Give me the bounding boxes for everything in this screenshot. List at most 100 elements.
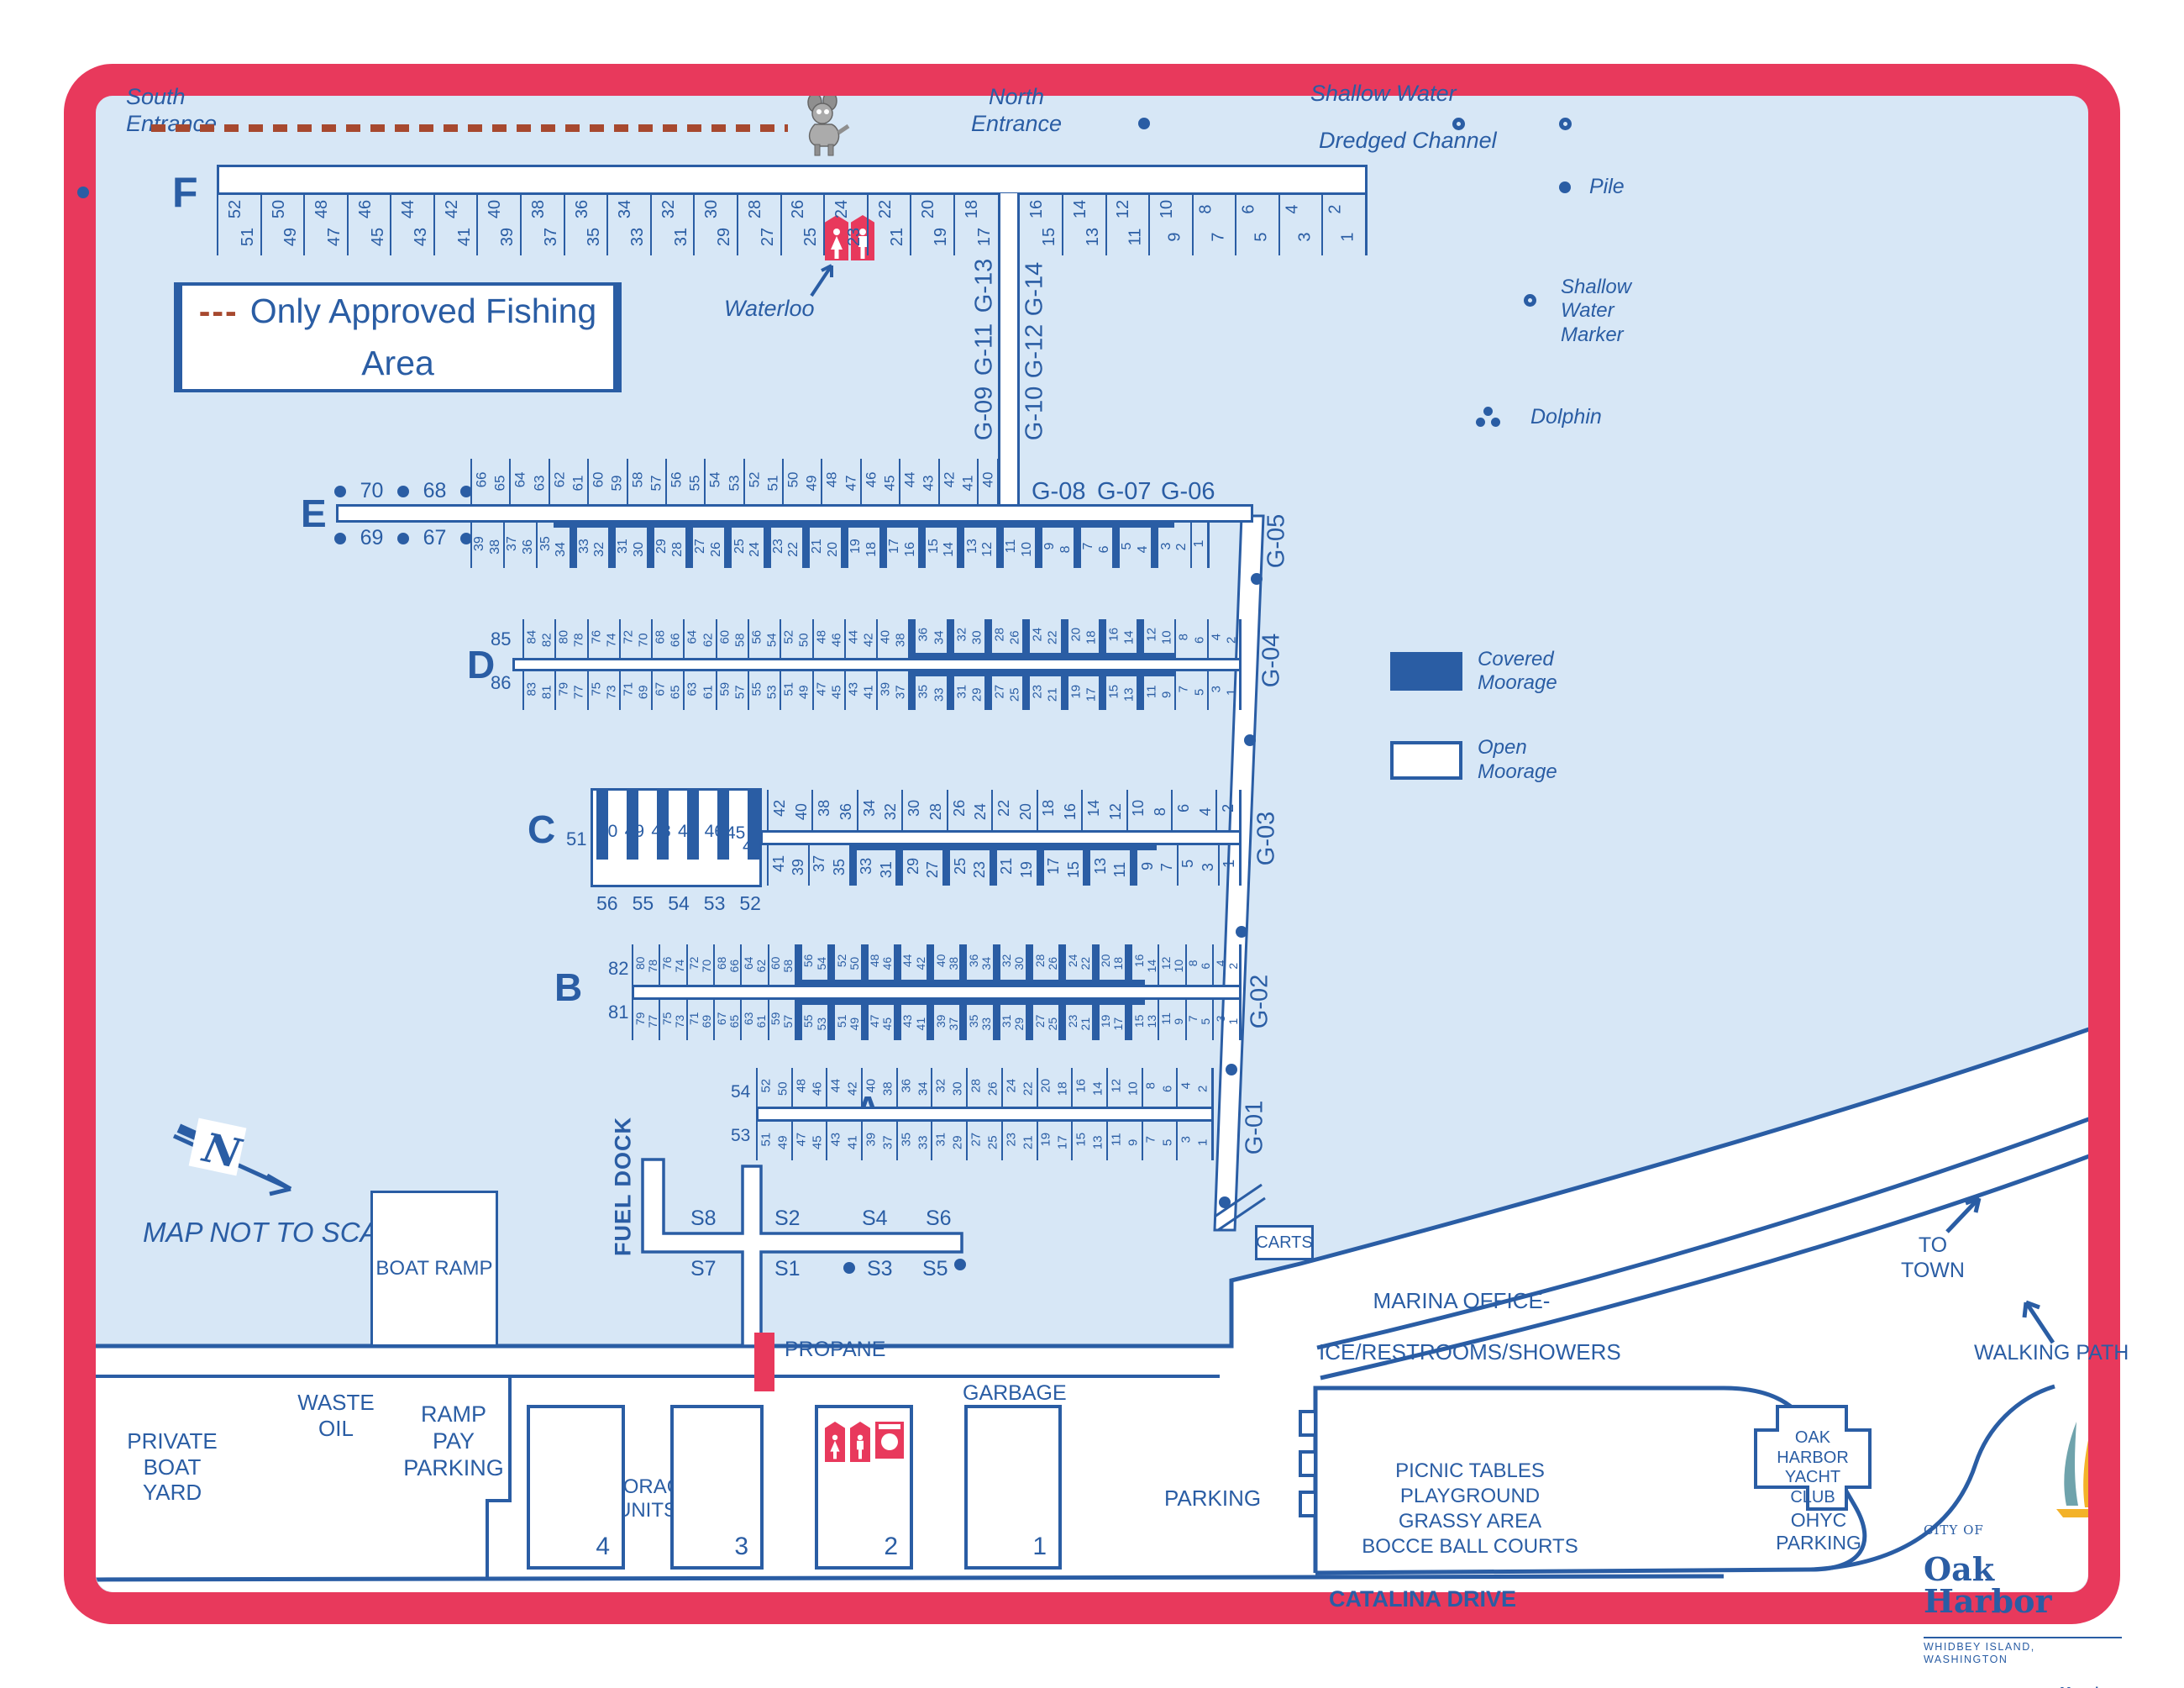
slip-b-61: 61 bbox=[753, 1014, 768, 1028]
slip-b-14: 14 bbox=[1144, 959, 1158, 973]
slip-a-14: 14 bbox=[1090, 1081, 1105, 1096]
slip-e-38: 38 bbox=[487, 539, 502, 555]
slip-e-1: 1 bbox=[1189, 523, 1208, 568]
slip-e-40: 40 bbox=[976, 459, 997, 504]
slip-d-29: 29 bbox=[969, 671, 984, 710]
slip-s2: S2 bbox=[774, 1207, 801, 1230]
slip-e-29: 29 bbox=[646, 523, 670, 568]
north-entrance-label: North Entrance bbox=[970, 84, 1063, 136]
slip-d-21: 21 bbox=[1045, 671, 1061, 710]
slip-s4: S4 bbox=[862, 1207, 888, 1230]
slip-d-37: 37 bbox=[893, 685, 908, 700]
slip-d-50: 50 bbox=[796, 633, 811, 648]
piling-dot bbox=[77, 187, 89, 198]
ohyc-parking-label: OHYC PARKING bbox=[1776, 1509, 1861, 1554]
legend-open-swatch bbox=[1390, 740, 1462, 780]
slip-e-11: 11 bbox=[995, 523, 1020, 568]
slip-c-11: 11 bbox=[1110, 845, 1130, 886]
slip-a-9: 9 bbox=[1126, 1138, 1141, 1146]
covered-finger bbox=[687, 791, 699, 860]
dock-a-headwalk bbox=[756, 1107, 1214, 1122]
slip-a-27: 27 bbox=[966, 1122, 984, 1160]
slip-a-3: 3 bbox=[1176, 1122, 1194, 1160]
piling-dot bbox=[1219, 1196, 1231, 1208]
dock-letter-e: E bbox=[301, 492, 327, 535]
slip-a-44: 44 bbox=[826, 1068, 844, 1107]
slip-c-4: 4 bbox=[1196, 807, 1214, 817]
slip-b-8: 8 bbox=[1184, 944, 1200, 985]
slip-c-6: 6 bbox=[1170, 790, 1194, 830]
slip-e-7: 7 bbox=[1074, 523, 1097, 568]
slip-c-54: 54 bbox=[668, 892, 690, 914]
slip-e-14: 14 bbox=[941, 523, 958, 568]
slip-a-24: 24 bbox=[1000, 1068, 1020, 1107]
slip-a-6: 6 bbox=[1160, 1085, 1175, 1092]
slip-b-29: 29 bbox=[1012, 1000, 1026, 1040]
dredged-channel-label: Dredged Channel bbox=[1319, 128, 1497, 153]
storage-box-2: 2 bbox=[815, 1405, 913, 1570]
slip-c-9: 9 bbox=[1130, 845, 1158, 886]
slip-d-70: 70 bbox=[636, 633, 651, 648]
slip-b-70: 70 bbox=[700, 959, 714, 973]
dock-e-west-top: 70 68 bbox=[334, 479, 472, 504]
slip-b-49: 49 bbox=[848, 1000, 861, 1040]
slip-d-28: 28 bbox=[984, 619, 1008, 658]
slip-d-49: 49 bbox=[796, 685, 811, 700]
propane-label: PROPANE bbox=[785, 1338, 886, 1361]
slip-b-69: 69 bbox=[700, 1014, 714, 1028]
storage-box-4: 4 bbox=[527, 1405, 625, 1570]
slip-d-26: 26 bbox=[1007, 619, 1023, 658]
slip-d-35: 35 bbox=[908, 671, 932, 710]
slip-b-10: 10 bbox=[1172, 959, 1186, 973]
slip-b-57: 57 bbox=[781, 1014, 795, 1028]
dock-e-west-bottom: 69 67 bbox=[334, 526, 472, 551]
slip-d-19: 19 bbox=[1060, 671, 1084, 710]
slip-d-64: 64 bbox=[683, 619, 700, 658]
slip-s3: S3 bbox=[867, 1257, 893, 1280]
slip-a-29: 29 bbox=[950, 1135, 965, 1150]
slip-c-5: 5 bbox=[1176, 845, 1198, 886]
walking-path-label: WALKING PATH bbox=[1974, 1341, 2129, 1365]
slip-e-45: 45 bbox=[881, 475, 898, 492]
slip-c-53: 53 bbox=[703, 892, 726, 914]
dock-d-headwalk bbox=[512, 658, 1242, 671]
slip-c-13: 13 bbox=[1083, 845, 1110, 886]
slip-d-23: 23 bbox=[1022, 671, 1046, 710]
slip-b-7: 7 bbox=[1184, 1000, 1200, 1040]
slip-b-21: 21 bbox=[1079, 1000, 1092, 1040]
slip-a-12: 12 bbox=[1105, 1068, 1125, 1107]
slip-b-26: 26 bbox=[1046, 944, 1059, 985]
slip-b-68: 68 bbox=[712, 944, 728, 985]
slip-d-47: 47 bbox=[811, 671, 829, 710]
slip-a-39: 39 bbox=[861, 1122, 879, 1160]
covered-finger bbox=[657, 791, 669, 860]
slip-b-78: 78 bbox=[645, 959, 659, 973]
slip-e-12: 12 bbox=[980, 523, 996, 568]
slip-d-63: 63 bbox=[683, 671, 700, 710]
covered-finger bbox=[627, 791, 638, 860]
slip-c-34: 34 bbox=[856, 790, 880, 830]
slip-d-79: 79 bbox=[554, 671, 571, 710]
slip-b-41: 41 bbox=[914, 1000, 927, 1040]
slip-e-60: 60 bbox=[587, 459, 607, 504]
piling-dot bbox=[460, 532, 472, 544]
slip-d-55: 55 bbox=[747, 671, 764, 710]
slip-d-60: 60 bbox=[715, 619, 732, 658]
slip-b-65: 65 bbox=[727, 1014, 741, 1028]
slip-b-12: 12 bbox=[1158, 944, 1173, 985]
logo-sub: WHIDBEY ISLAND, WASHINGTON bbox=[1924, 1637, 2122, 1666]
slip-b-24: 24 bbox=[1058, 944, 1079, 985]
slip-c-1: 1 bbox=[1217, 845, 1239, 886]
road-to-town-2 bbox=[1320, 1154, 2088, 1380]
slip-d-18: 18 bbox=[1083, 619, 1099, 658]
